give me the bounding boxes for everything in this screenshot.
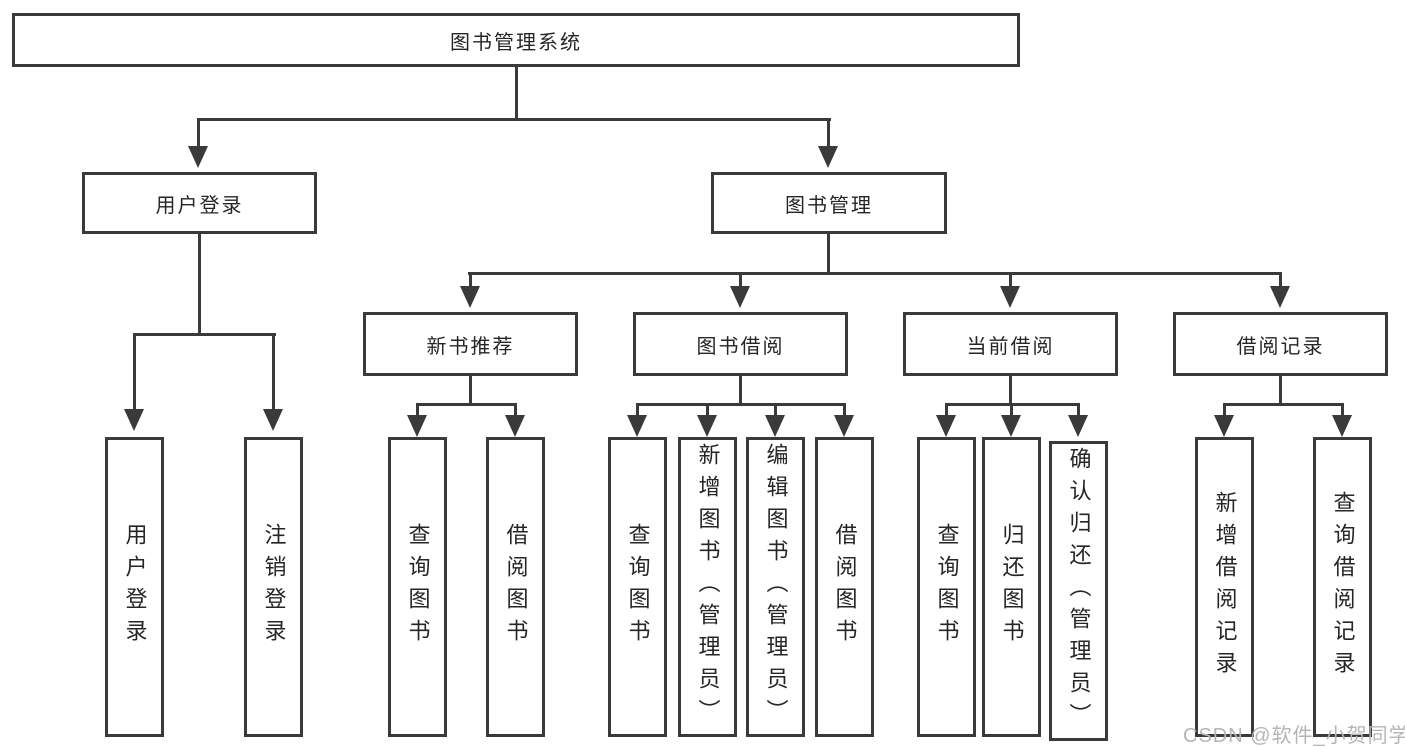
leaf-borrow-book-recommend-label: 借阅图书: [503, 523, 529, 651]
leaf-return-book: 归还图书: [982, 437, 1041, 737]
connector-vline: [198, 234, 201, 336]
connector-vline: [827, 234, 830, 275]
leaf-add-borrow-record: 新增借阅记录: [1195, 437, 1254, 737]
arrowhead-down-icon: [818, 146, 838, 168]
node-borrowing-records: 借阅记录: [1173, 312, 1388, 376]
leaf-borrow-book-label: 借阅图书: [832, 523, 858, 651]
leaf-add-book-admin-label: 新增图书（管理员）: [695, 443, 721, 731]
leaf-add-book-admin: 新增图书（管理员）: [678, 437, 737, 737]
leaf-query-borrow-record-label: 查询借阅记录: [1330, 491, 1356, 683]
node-book-borrowing: 图书借阅: [633, 312, 848, 376]
connector-vline: [1077, 403, 1080, 417]
connector-vline: [416, 403, 419, 417]
arrowhead-down-icon: [1214, 415, 1234, 437]
leaf-query-book-borrowing-label: 查询图书: [625, 523, 651, 651]
node-user-login: 用户登录: [82, 172, 317, 234]
leaf-logout-label: 注销登录: [261, 523, 287, 651]
connector-vline: [945, 403, 948, 417]
connector-vline: [636, 403, 639, 417]
connector-vline: [1341, 403, 1344, 417]
node-book-management-label: 图书管理: [785, 194, 873, 217]
connector-hline: [416, 403, 517, 406]
node-book-borrowing-label: 图书借阅: [696, 335, 785, 358]
arrowhead-down-icon: [124, 409, 144, 431]
connector-hline: [133, 333, 276, 336]
node-root-label: 图书管理系统: [450, 31, 582, 54]
leaf-query-book-recommend-label: 查询图书: [405, 523, 431, 651]
connector-vline: [739, 272, 742, 288]
arrowhead-down-icon: [505, 415, 525, 437]
leaf-logout: 注销登录: [244, 437, 303, 737]
node-borrowing-records-label: 借阅记录: [1236, 335, 1325, 358]
arrowhead-down-icon: [1270, 286, 1290, 308]
arrowhead-down-icon: [1068, 415, 1088, 437]
csdn-watermark: CSDN @软件_小贺同学: [1183, 725, 1405, 747]
arrowhead-down-icon: [263, 409, 283, 431]
leaf-edit-book-admin-label: 编辑图书（管理员）: [763, 443, 789, 731]
leaf-return-book-label: 归还图书: [999, 523, 1025, 651]
connector-hline: [636, 403, 846, 406]
node-new-book-recommend: 新书推荐: [363, 312, 578, 376]
connector-vline: [739, 376, 742, 406]
leaf-query-book-recommend: 查询图书: [388, 437, 447, 737]
arrowhead-down-icon: [1332, 415, 1352, 437]
node-current-borrowing: 当前借阅: [903, 312, 1118, 376]
leaf-user-login: 用户登录: [105, 437, 164, 737]
connector-vline: [1279, 272, 1282, 288]
connector-vline: [133, 333, 136, 411]
node-new-book-recommend-label: 新书推荐: [426, 335, 515, 358]
node-root: 图书管理系统: [12, 13, 1020, 67]
connector-hline: [1223, 403, 1344, 406]
connector-vline: [197, 118, 200, 148]
arrowhead-down-icon: [460, 286, 480, 308]
leaf-borrow-book-recommend: 借阅图书: [486, 437, 545, 737]
arrowhead-down-icon: [627, 415, 647, 437]
arrowhead-down-icon: [1000, 286, 1020, 308]
connector-vline: [1010, 403, 1013, 417]
leaf-add-borrow-record-label: 新增借阅记录: [1212, 491, 1238, 683]
connector-vline: [515, 67, 518, 120]
leaf-query-borrow-record: 查询借阅记录: [1313, 437, 1372, 737]
node-book-management: 图书管理: [711, 172, 947, 234]
arrowhead-down-icon: [834, 415, 854, 437]
arrowhead-down-icon: [730, 286, 750, 308]
connector-vline: [774, 403, 777, 417]
connector-hline: [468, 272, 1282, 275]
connector-vline: [827, 118, 830, 148]
connector-vline: [843, 403, 846, 417]
node-current-borrowing-label: 当前借阅: [966, 335, 1055, 358]
connector-vline: [1279, 376, 1282, 406]
arrowhead-down-icon: [188, 146, 208, 168]
connector-vline: [272, 333, 275, 411]
connector-vline: [469, 272, 472, 288]
arrowhead-down-icon: [936, 415, 956, 437]
connector-vline: [1009, 272, 1012, 288]
leaf-edit-book-admin: 编辑图书（管理员）: [746, 437, 805, 737]
arrowhead-down-icon: [765, 415, 785, 437]
connector-vline: [514, 403, 517, 417]
arrowhead-down-icon: [697, 415, 717, 437]
leaf-query-book-borrowing: 查询图书: [608, 437, 667, 737]
leaf-borrow-book: 借阅图书: [815, 437, 874, 737]
arrowhead-down-icon: [1001, 415, 1021, 437]
connector-vline: [706, 403, 709, 417]
leaf-query-book-current-label: 查询图书: [934, 523, 960, 651]
leaf-user-login-label: 用户登录: [122, 523, 148, 651]
node-user-login-label: 用户登录: [155, 194, 244, 217]
connector-vline: [1009, 376, 1012, 406]
leaf-confirm-return-admin: 确认归还（管理员）: [1049, 441, 1108, 741]
leaf-confirm-return-admin-label: 确认归还（管理员）: [1066, 447, 1092, 735]
connector-vline: [469, 376, 472, 406]
leaf-query-book-current: 查询图书: [917, 437, 976, 737]
arrowhead-down-icon: [407, 415, 427, 437]
connector-hline: [197, 118, 831, 121]
connector-vline: [1223, 403, 1226, 417]
